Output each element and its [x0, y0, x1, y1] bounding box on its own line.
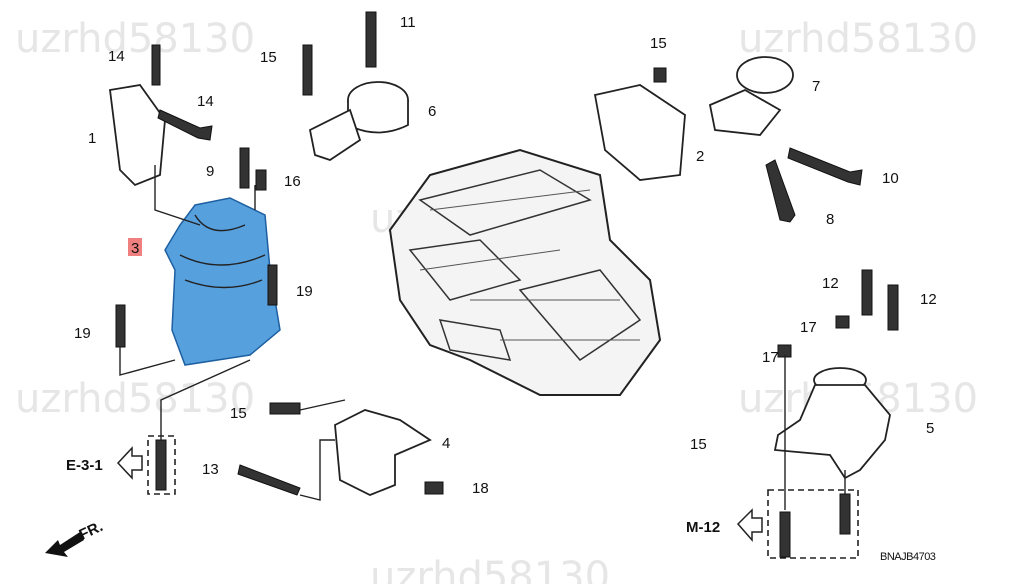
callout-17: 17 [800, 319, 817, 336]
part-6-body [347, 100, 409, 134]
part-3-mount-highlighted [164, 197, 281, 366]
part-5-bracket [773, 384, 891, 480]
stud-bolt [839, 493, 851, 535]
callout-15: 15 [690, 436, 707, 453]
callout-2: 2 [696, 148, 704, 165]
callout-11: 11 [400, 14, 416, 31]
bolt-16 [255, 169, 267, 191]
callout-15: 15 [650, 35, 667, 52]
callout-4: 4 [442, 435, 450, 452]
leader-line [160, 359, 251, 440]
watermark: uzrhd58130 [738, 16, 978, 62]
callout-19: 19 [296, 283, 313, 300]
part-7-mount [736, 56, 794, 94]
callout-19: 19 [74, 325, 91, 342]
bolt-12 [887, 284, 899, 331]
arrow-left-icon [736, 508, 763, 542]
part-1-bracket [108, 84, 166, 187]
bolt-18 [424, 481, 444, 495]
bolt-19 [267, 264, 278, 306]
bolt-12 [861, 269, 873, 316]
callout-14: 14 [197, 93, 214, 110]
part-2-bracket [593, 84, 686, 181]
bolt-10 [787, 147, 863, 186]
callout-17: 17 [762, 349, 779, 366]
bolt-11 [365, 11, 377, 68]
callout-5: 5 [926, 420, 934, 437]
callout-16: 16 [284, 173, 301, 190]
callout-15: 15 [260, 49, 277, 66]
callout-8: 8 [826, 211, 834, 228]
callouts: 14 11 15 14 1 6 9 16 3 19 19 15 7 2 10 8… [66, 14, 937, 563]
callout-10: 10 [882, 170, 899, 187]
callout-12: 12 [822, 275, 839, 292]
bolt-15 [302, 44, 313, 96]
bolt-15 [269, 402, 301, 415]
front-arrow-icon [45, 532, 84, 557]
part-7-arm [708, 88, 782, 136]
callout-14: 14 [108, 48, 125, 65]
callout-3: 3 [131, 240, 139, 257]
arrow-left-icon [116, 446, 143, 480]
leader-line [299, 399, 346, 501]
front-label: FR. [77, 518, 106, 544]
callout-9: 9 [206, 163, 214, 180]
bolt-14 [157, 109, 213, 141]
watermark: uzrhd58130 [370, 554, 610, 584]
bolt-13 [237, 464, 301, 496]
bolt-14 [151, 44, 161, 86]
watermark: uzrhd58130 [15, 376, 255, 422]
part-6-arm [308, 108, 362, 161]
leader-lines [119, 165, 256, 376]
part-3-detail [179, 214, 266, 289]
bolt-15 [653, 67, 667, 83]
bolt-19 [115, 304, 126, 348]
callout-6: 6 [428, 103, 436, 120]
ref-e-3-1[interactable]: E-3-1 [66, 457, 103, 474]
callout-18: 18 [472, 480, 489, 497]
part-4-mount [334, 409, 432, 496]
nut-17 [835, 315, 850, 329]
callout-7: 7 [812, 78, 820, 95]
leader-line [784, 355, 846, 510]
callout-15: 15 [230, 405, 247, 422]
bolt-9 [239, 147, 250, 189]
diagram-code: BNAJB4703 [880, 551, 936, 563]
callout-1: 1 [88, 130, 96, 147]
callout-12: 12 [920, 291, 937, 308]
ref-m-12[interactable]: M-12 [686, 519, 720, 536]
stud-bolt [779, 511, 791, 558]
bolt-8 [765, 159, 796, 223]
stud-bolt [155, 439, 167, 491]
engine-assembly [388, 148, 662, 396]
stud-box [767, 489, 859, 559]
callout-13: 13 [202, 461, 219, 478]
callout-3-highlight [128, 238, 142, 256]
watermark: uzrhd58130 [15, 16, 255, 62]
